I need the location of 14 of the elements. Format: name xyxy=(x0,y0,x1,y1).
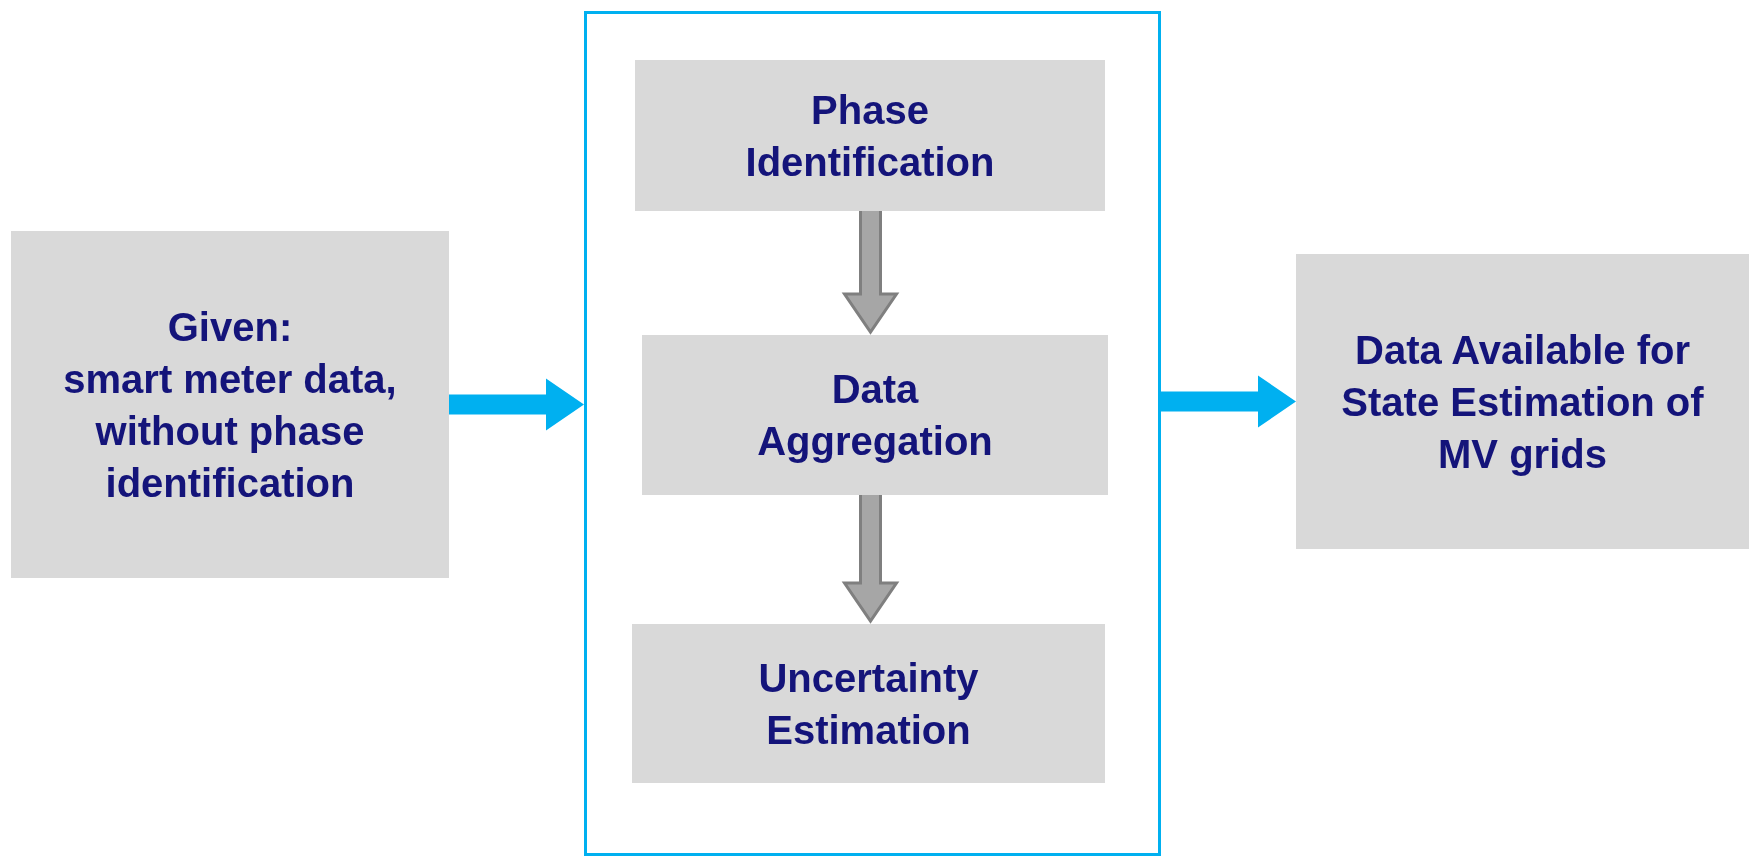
box-label: smart meter data, without phase identification xyxy=(62,355,398,507)
process-box xyxy=(11,231,449,578)
box-label: Data Available for State Estimation of MV grids xyxy=(1340,326,1705,478)
box-heading: Given: xyxy=(167,303,293,351)
arrow xyxy=(1161,375,1296,428)
arrow xyxy=(449,378,584,431)
process-box xyxy=(1296,254,1749,549)
process-box xyxy=(635,60,1105,211)
process-box xyxy=(632,624,1105,783)
group-frame xyxy=(584,11,1161,856)
box-label: Phase Identification xyxy=(744,86,996,186)
box-label: Data Aggregation xyxy=(756,366,994,465)
box-label: Uncertainty Estimation xyxy=(757,654,980,754)
process-box xyxy=(642,335,1108,495)
